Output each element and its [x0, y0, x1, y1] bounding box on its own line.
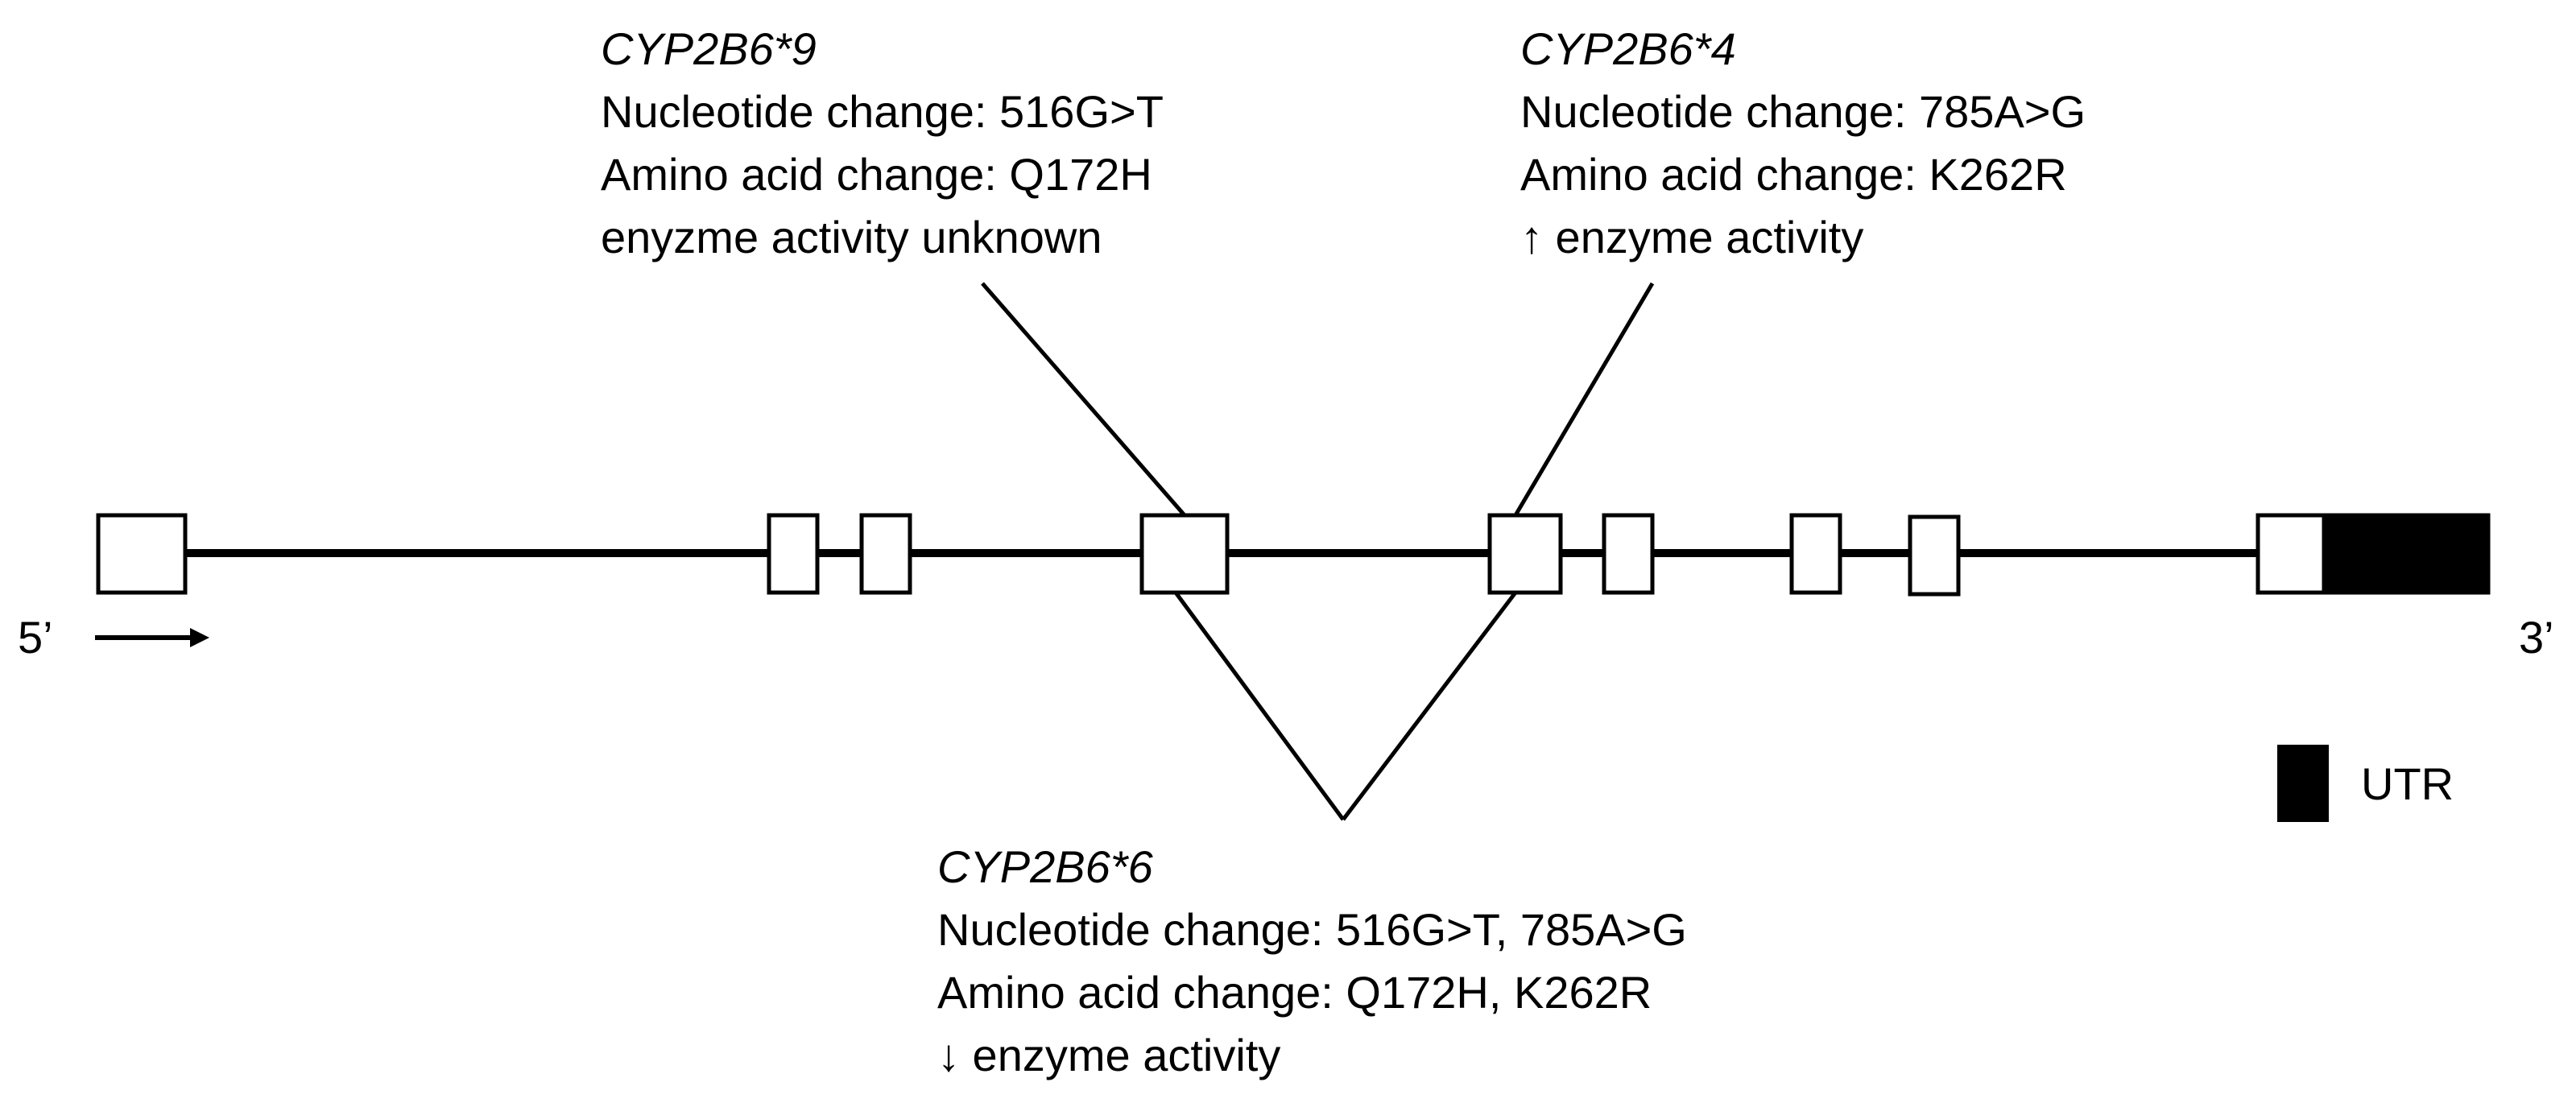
exon-2 [767, 513, 820, 595]
nucleotide-change: Nucleotide change: 516G>T, 785A>G [937, 904, 1687, 955]
enzyme-activity: ↓ enzyme activity [937, 1030, 1281, 1080]
callout-line-star4 [1513, 282, 1655, 517]
allele-name: CYP2B6*4 [1520, 23, 1736, 74]
allele-name: CYP2B6*6 [937, 841, 1153, 892]
nucleotide-change: Nucleotide change: 516G>T [601, 86, 1164, 137]
utr-legend-swatch [2277, 745, 2329, 822]
allele-name: CYP2B6*9 [601, 23, 817, 74]
enzyme-activity: ↑ enzyme activity [1520, 212, 1864, 262]
callout-line-star6-left [1173, 591, 1346, 821]
exon-6 [1602, 513, 1655, 595]
variant-star4-annotation: CYP2B6*4 Nucleotide change: 785A>G Amino… [1520, 18, 2086, 269]
five-prime-label: 5’ [18, 612, 53, 663]
callout-line-star6-right [1342, 591, 1517, 821]
exon-7 [1789, 513, 1842, 595]
variant-star6-annotation: CYP2B6*6 Nucleotide change: 516G>T, 785A… [937, 836, 1687, 1087]
amino-acid-change: Amino acid change: K262R [1520, 149, 2067, 200]
exon-8 [1908, 514, 1961, 597]
exon-5 [1487, 513, 1563, 595]
direction-arrow-head [190, 628, 209, 647]
exon-1 [96, 513, 188, 595]
three-prime-label: 3’ [2519, 612, 2554, 663]
nucleotide-change: Nucleotide change: 785A>G [1520, 86, 2086, 137]
utr-legend-label: UTR [2361, 758, 2454, 809]
exon-9-utr [2322, 513, 2491, 595]
amino-acid-change: Amino acid change: Q172H [601, 149, 1152, 200]
enzyme-activity: enyzme activity unknown [601, 212, 1102, 262]
callout-line-star9 [981, 282, 1186, 517]
exon-3 [859, 513, 912, 595]
exon-4 [1139, 513, 1230, 595]
exon-9-coding [2256, 513, 2326, 595]
variant-star9-annotation: CYP2B6*9 Nucleotide change: 516G>T Amino… [601, 18, 1164, 269]
amino-acid-change: Amino acid change: Q172H, K262R [937, 967, 1652, 1018]
